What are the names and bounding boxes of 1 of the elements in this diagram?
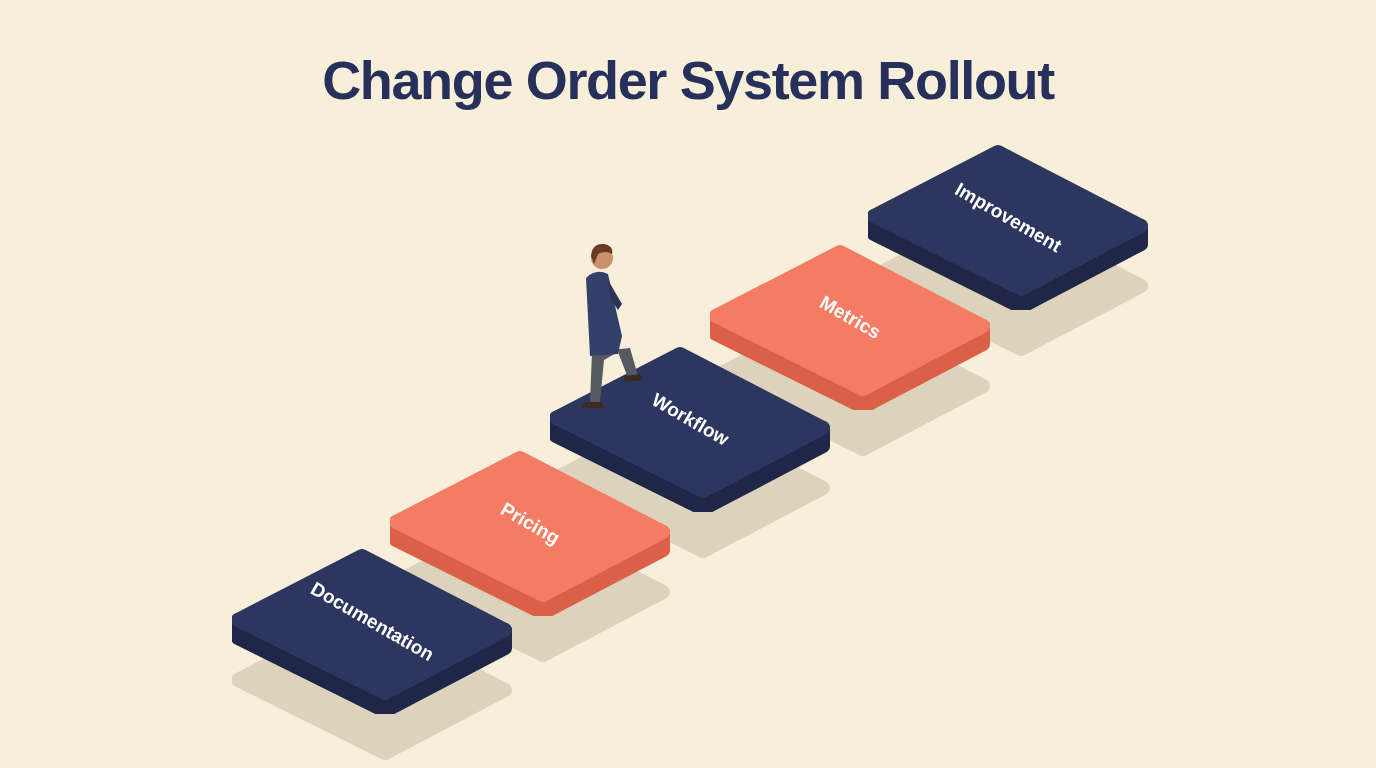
title: Change Order System Rollout xyxy=(322,49,1054,112)
